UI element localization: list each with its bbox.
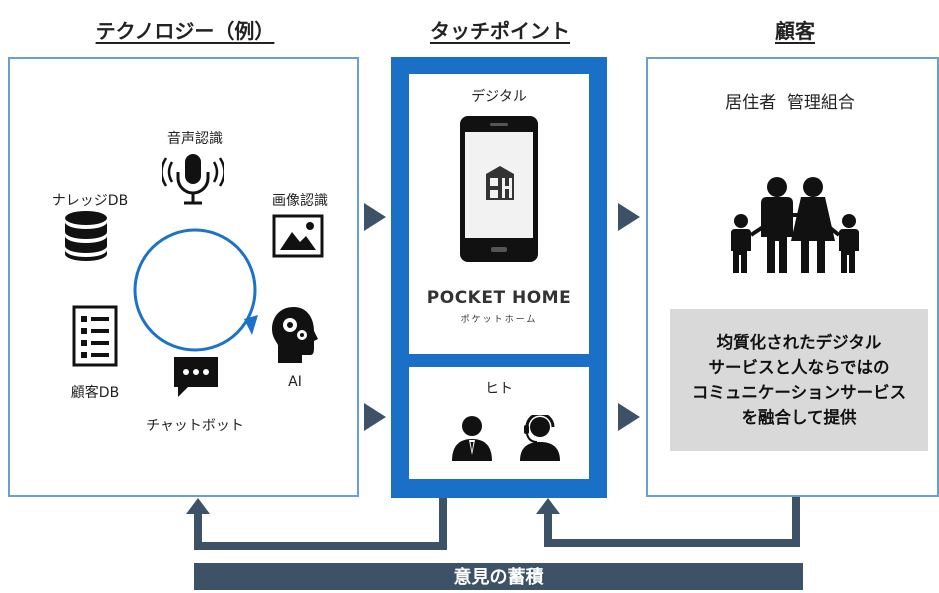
feedback-arrow-left — [194, 497, 447, 550]
customer-db-label: 顧客DB — [70, 385, 120, 401]
chat-icon — [174, 357, 218, 397]
technology-heading: テクノロジー（例） — [95, 19, 275, 43]
building-logo-icon — [486, 166, 514, 200]
ai-head-icon — [272, 307, 318, 363]
chatbot-label: チャットボット — [146, 418, 244, 434]
digital-label: デジタル — [471, 89, 527, 105]
businessman-icon — [452, 416, 492, 461]
service-line-4: を融合して提供 — [741, 408, 857, 427]
database-icon — [65, 211, 107, 261]
cycle-arrow-icon — [133, 228, 258, 352]
technology-panel — [8, 57, 359, 497]
service-line-1: 均質化されたデジタル — [716, 333, 882, 352]
image-recognition-label: 画像認識 — [272, 193, 328, 209]
voice-recognition-label: 音声認識 — [167, 131, 223, 147]
touchpoint-heading: タッチポイント — [430, 19, 570, 43]
customer-heading: 顧客 — [775, 19, 815, 43]
feedback-arrowhead-right — [536, 498, 560, 514]
knowledge-db-label: ナレッジDB — [51, 193, 129, 209]
microphone-icon — [162, 154, 224, 205]
family-icon — [731, 177, 859, 273]
feedback-arrow-right — [544, 497, 800, 547]
list-icon — [72, 305, 118, 367]
service-line-3: コミュニケーションサービス — [691, 383, 907, 402]
human-label: ヒト — [485, 381, 513, 397]
app-name: POCKET HOME — [426, 288, 572, 308]
app-name-kana: ポケットホーム — [460, 315, 538, 325]
image-icon — [272, 214, 324, 258]
ai-label: AI — [288, 374, 302, 390]
feedback-arrowhead-left — [186, 498, 210, 514]
service-line-2: サービスと人ならではの — [708, 358, 890, 377]
feedback-accumulation-bar: 意見の蓄積 — [194, 563, 803, 590]
service-description-box: 均質化されたデジタル サービスと人ならではの コミュニケーションサービス を融合… — [670, 309, 928, 451]
customer-groups-label: 居住者 管理組合 — [725, 93, 855, 113]
arrow-touch-to-customer-bottom — [618, 403, 640, 431]
arrow-tech-to-touch-top — [364, 203, 386, 231]
arrow-tech-to-touch-bottom — [364, 403, 386, 431]
arrow-touch-to-customer-top — [618, 203, 640, 231]
operator-icon — [520, 415, 560, 461]
